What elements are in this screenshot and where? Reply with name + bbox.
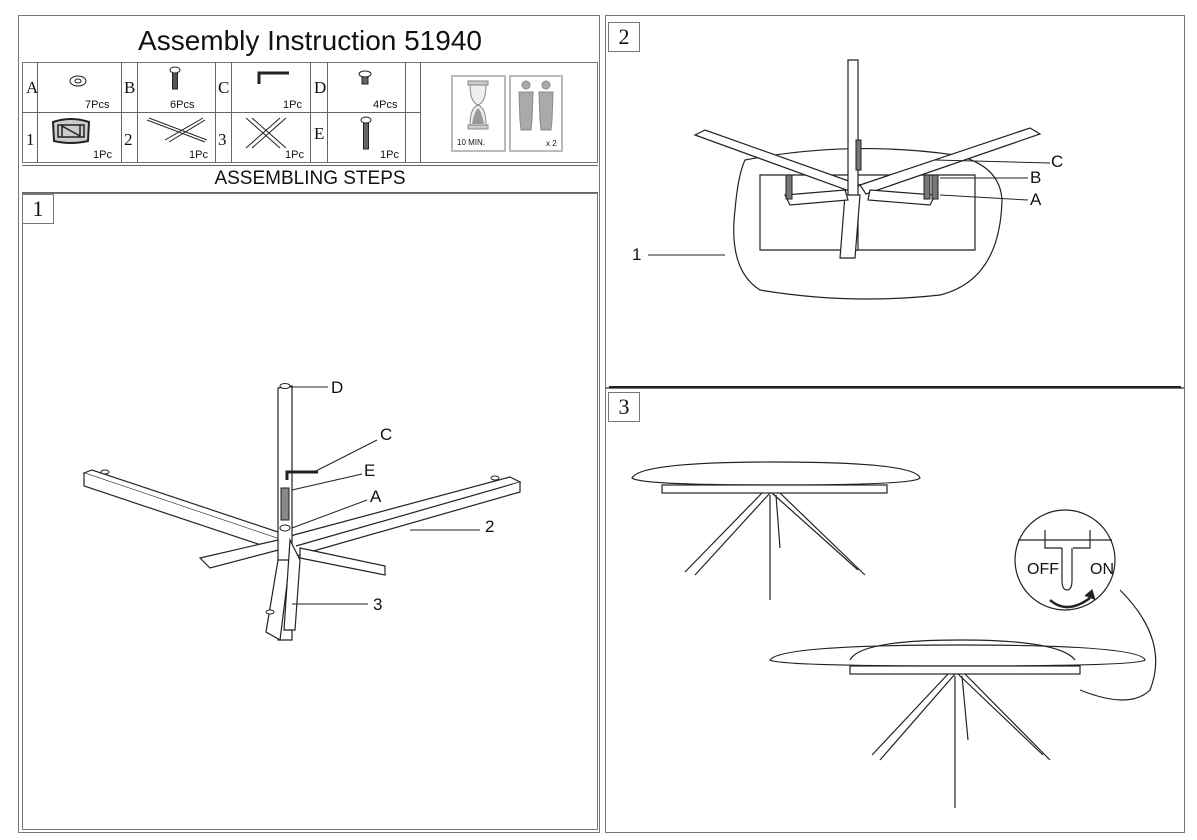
callout-a: A [370, 487, 382, 506]
part-label-2: 2 [124, 130, 133, 149]
part-qty-a: 7Pcs [85, 99, 110, 111]
part-label-b: B [124, 78, 136, 97]
step-number-3: 3 [608, 392, 640, 422]
persons-label: x 2 [546, 139, 557, 148]
callout-c: C [1051, 152, 1064, 171]
callout-e: E [364, 461, 376, 480]
time-label: 10 MIN. [457, 138, 486, 147]
callout-2: 2 [485, 517, 495, 536]
callout-3: 3 [373, 595, 383, 614]
part-qty-b: 6Pcs [170, 99, 195, 111]
step-number-2: 2 [608, 22, 640, 52]
step-3-panel [605, 388, 1185, 833]
part-label-e: E [314, 124, 325, 143]
persons-info-box [509, 75, 563, 152]
callout-b: B [1030, 168, 1042, 187]
part-label-a: A [26, 78, 39, 97]
bolt-icon [169, 66, 181, 90]
callout-1: 1 [632, 245, 642, 264]
time-info-box [451, 75, 506, 152]
part-label-d: D [314, 78, 327, 97]
cross-leg-icon [146, 117, 208, 143]
step-number-1: 1 [22, 194, 54, 224]
part-qty-1: 1Pc [93, 149, 112, 161]
callout-c: C [380, 425, 393, 444]
callout-d: D [331, 378, 344, 397]
floor-glide-icon [358, 70, 372, 85]
hourglass-icon [467, 80, 489, 130]
part-qty-3: 1Pc [285, 149, 304, 161]
divider [609, 386, 1181, 388]
step-1-panel [22, 193, 598, 830]
left-page [18, 15, 600, 833]
part-qty-c: 1Pc [283, 99, 302, 111]
part-qty-d: 4Pcs [373, 99, 398, 111]
washer-icon [69, 75, 87, 87]
tabletop-frame-icon [51, 118, 91, 144]
switch-off-label: OFF [1027, 561, 1059, 578]
allen-key-icon [257, 71, 289, 84]
part-label-1: 1 [26, 130, 35, 149]
switch-on-label: ON [1090, 561, 1114, 578]
part-label-3: 3 [218, 130, 227, 149]
part-qty-2: 1Pc [189, 149, 208, 161]
two-persons-icon [518, 80, 554, 131]
part-label-c: C [218, 78, 230, 97]
callout-a: A [1030, 190, 1042, 209]
step-1-leg-assembly-drawing [82, 383, 522, 641]
page-title: Assembly Instruction 51940 [138, 25, 482, 56]
long-bolt-icon [360, 116, 372, 150]
assembling-steps-heading: ASSEMBLING STEPS [214, 168, 406, 189]
part-qty-e: 1Pc [380, 149, 399, 161]
cross-leg-icon [245, 117, 287, 149]
